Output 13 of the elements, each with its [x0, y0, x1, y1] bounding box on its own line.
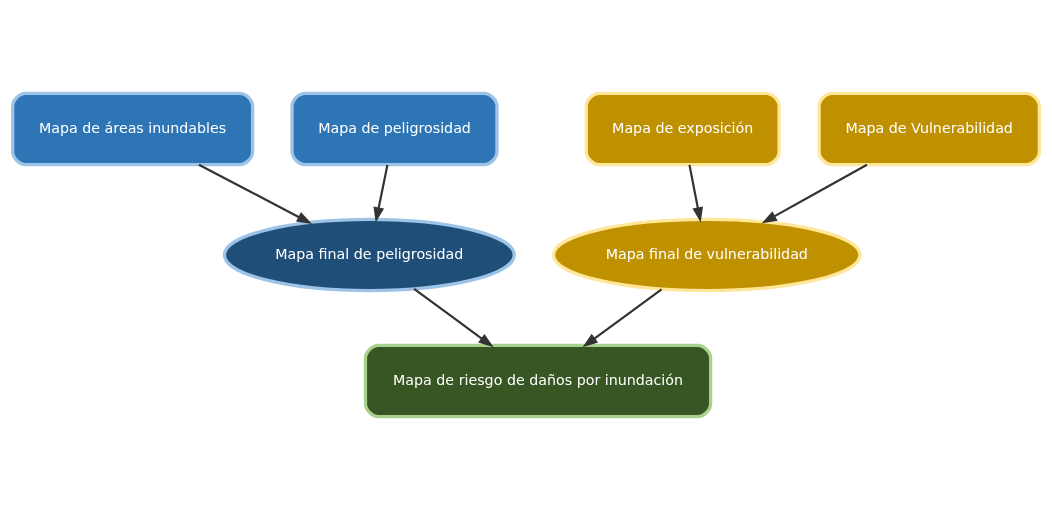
node-ellipse: Mapa final de peligrosidad [222, 217, 516, 293]
node-box: Mapa de áreas inundables [11, 91, 255, 167]
node-box: Mapa de riesgo de daños por inundación [363, 343, 713, 419]
arrow [688, 164, 704, 223]
arrow [373, 164, 389, 223]
arrow [413, 288, 494, 348]
arrow [582, 288, 663, 348]
node-ellipse: Mapa final de vulnerabilidad [551, 217, 862, 293]
arrow [198, 163, 313, 224]
node-box: Mapa de exposición [584, 91, 781, 167]
arrow [761, 163, 868, 224]
node-box: Mapa de Vulnerabilidad [817, 91, 1041, 167]
node-box: Mapa de peligrosidad [290, 91, 499, 167]
